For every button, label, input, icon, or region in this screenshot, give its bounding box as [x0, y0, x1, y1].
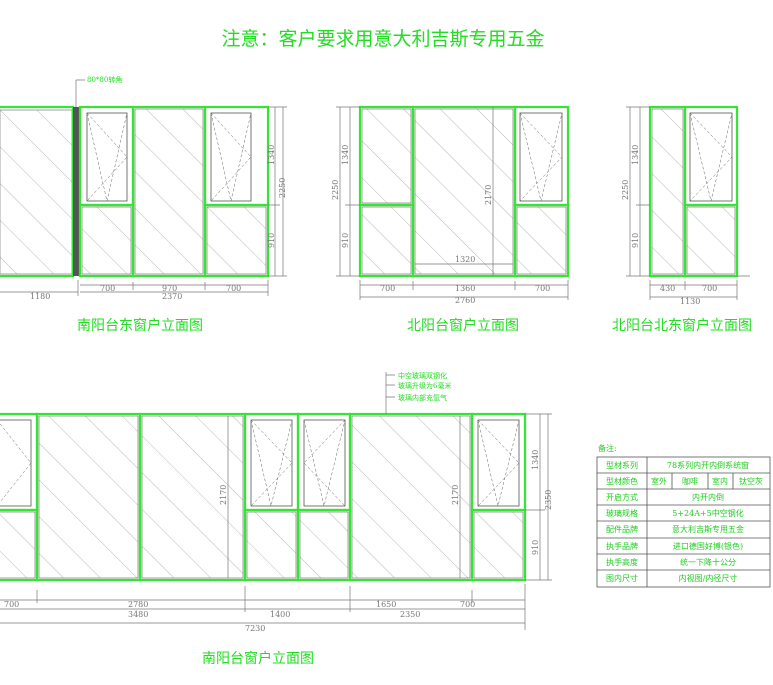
spec-value: 5+24A+5中空钢化 — [672, 508, 744, 518]
dim-label: 910 — [631, 233, 640, 248]
dim-label: 2250 — [278, 178, 287, 198]
spec-value: 进口德国好博(银色) — [673, 541, 743, 551]
drawing-label: 北阳台窗户立面图 — [407, 317, 519, 334]
dim-label: 1340 — [631, 145, 640, 165]
dim-label: 3480 — [128, 610, 148, 619]
dim-label: 2170 — [451, 485, 460, 505]
spec-value: 内开内倒 — [692, 492, 724, 502]
drawing-label: 南阳台窗户立面图 — [202, 650, 314, 667]
window-south-east: 80*80转角 1180 700 970 700 2370 1340 910 2… — [0, 75, 287, 334]
drawing-title: 注意：客户要求用意大利吉斯专用五金 — [221, 28, 544, 50]
dim-label: 430 — [660, 284, 675, 293]
window-south: 中空玻璃双钢化 玻璃升级为6毫米 玻璃内部充氩气 2170 2170 1340 … — [0, 371, 553, 667]
spec-key: 开启方式 — [606, 492, 638, 502]
dim-label: 700 — [4, 600, 19, 609]
spec-value: 意大利吉斯专用五金 — [672, 524, 744, 534]
window-north-east: 1340 910 2250 430 700 1130 北阳台北东窗户立面图 — [612, 105, 752, 334]
dim-label: 2760 — [455, 296, 475, 305]
dim-label: 700 — [702, 284, 717, 293]
spec-value: 统一下降十公分 — [680, 557, 736, 567]
spec-key: 执手高度 — [606, 557, 638, 567]
dim-label: 910 — [531, 540, 540, 555]
spec-key: 型材系列 — [606, 460, 638, 470]
glass-note: 玻璃内部充氩气 — [398, 393, 447, 402]
dim-label: 2250 — [621, 180, 630, 200]
spec-table-heading: 备注: — [598, 443, 617, 453]
glass-note: 玻璃升级为6毫米 — [398, 381, 451, 390]
spec-key: 型材颜色 — [606, 476, 638, 486]
dim-label: 700 — [226, 284, 241, 293]
dim-label: 7230 — [245, 624, 265, 633]
dim-label: 2780 — [128, 600, 148, 609]
dim-label: 1650 — [376, 600, 396, 609]
dim-label: 1320 — [455, 255, 475, 264]
dim-label: 700 — [380, 284, 395, 293]
spec-value: 内视图/内径尺寸 — [679, 573, 738, 583]
spec-key: 图内尺寸 — [606, 573, 638, 583]
dim-label: 2170 — [484, 185, 493, 205]
window-north: 1340 910 2250 2170 1320 700 1360 700 276… — [331, 105, 570, 334]
corner-post — [73, 107, 79, 276]
dim-label: 700 — [535, 284, 550, 293]
dim-label: 700 — [100, 284, 115, 293]
dim-label: 970 — [162, 284, 177, 293]
corner-note: 80*80转角 — [87, 75, 122, 84]
spec-value: 室外 — [651, 476, 667, 486]
spec-table: 备注: 型材系列 78系列内开内倒系统窗 型材颜色 室外 咖啡 室内 钛空灰 开… — [596, 443, 771, 588]
dim-label: 2350 — [400, 610, 420, 619]
dim-label: 1340 — [267, 145, 276, 165]
spec-key: 配件品牌 — [606, 524, 638, 534]
spec-key: 执手品牌 — [606, 541, 638, 551]
dim-label: 910 — [267, 233, 276, 248]
drawing-label: 南阳台东窗户立面图 — [77, 317, 203, 334]
spec-value: 78系列内开内倒系统窗 — [667, 460, 749, 470]
dim-label: 1180 — [30, 292, 50, 301]
dim-label: 1340 — [341, 145, 350, 165]
spec-value: 咖啡 — [682, 476, 698, 486]
spec-value: 室内 — [712, 476, 728, 486]
dim-label: 1360 — [455, 284, 475, 293]
glass-note: 中空玻璃双钢化 — [398, 371, 447, 380]
drawing-label: 北阳台北东窗户立面图 — [612, 317, 752, 334]
spec-value: 钛空灰 — [739, 476, 763, 486]
dim-label: 2370 — [162, 292, 182, 301]
dim-label: 2350 — [544, 490, 553, 510]
spec-key: 玻璃规格 — [606, 508, 638, 518]
dim-label: 700 — [460, 600, 475, 609]
dim-label: 2170 — [219, 485, 228, 505]
dim-label: 2250 — [331, 180, 340, 200]
dim-label: 1340 — [531, 450, 540, 470]
dim-label: 1400 — [270, 610, 290, 619]
dim-label: 910 — [341, 233, 350, 248]
dim-label: 1130 — [680, 297, 700, 306]
